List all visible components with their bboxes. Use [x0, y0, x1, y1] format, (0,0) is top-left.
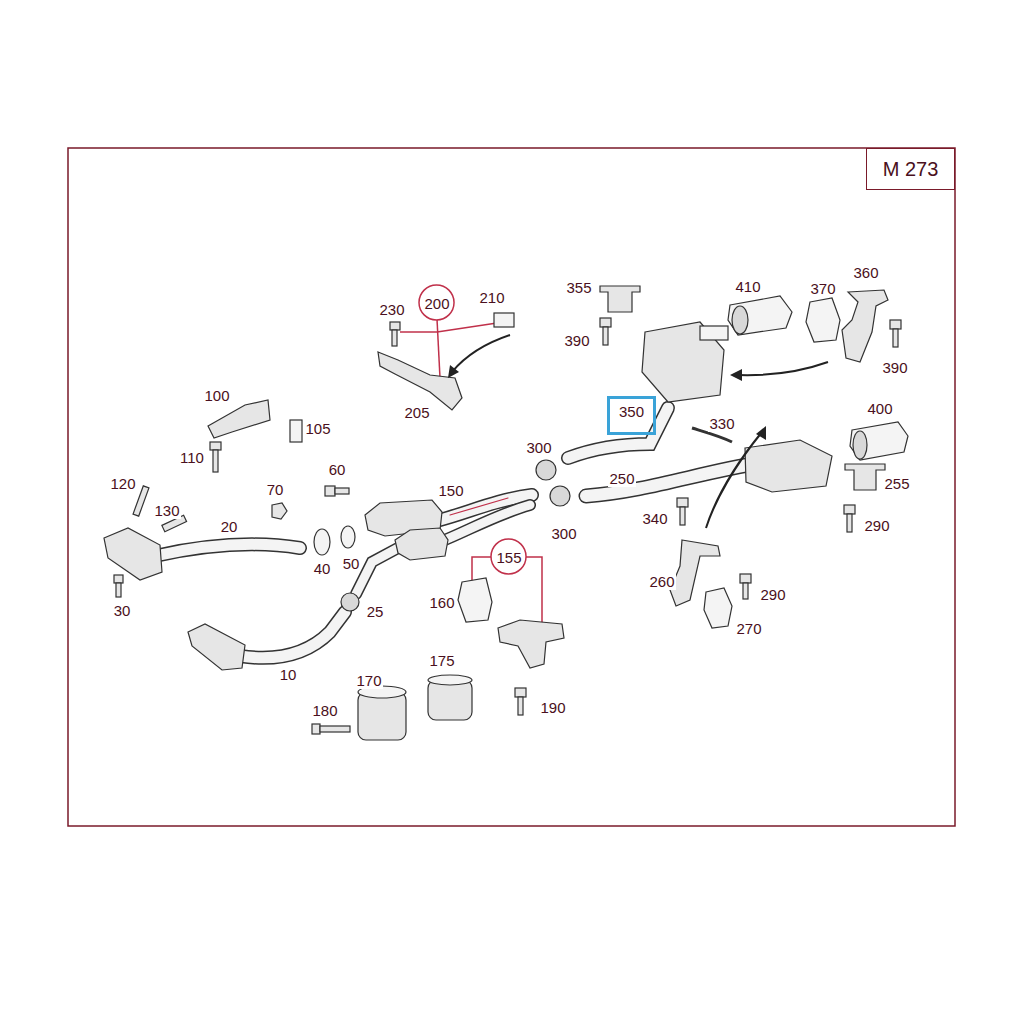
callout-number: 180: [311, 702, 338, 719]
callout-number: 150: [437, 482, 464, 499]
callout-number: 290: [863, 517, 890, 534]
pipes: [155, 408, 760, 658]
callout-number: 330: [708, 415, 735, 432]
node-text: M 273: [883, 158, 939, 181]
callout-number: 40: [313, 560, 332, 577]
title-box: M 273: [866, 148, 955, 190]
callout-number: 390: [563, 332, 590, 349]
callout-number: 120: [109, 475, 136, 492]
callout-number: 390: [881, 359, 908, 376]
callout-number: 270: [735, 620, 762, 637]
callout-number: 170: [355, 672, 382, 689]
callout-number: 205: [403, 404, 430, 421]
callout-number: 250: [608, 470, 635, 487]
callout-number: 100: [203, 387, 230, 404]
callout-circle: 200: [418, 284, 455, 321]
callout-circle: 155: [490, 538, 527, 575]
callout-number: 50: [342, 555, 361, 572]
callout-number: 25: [366, 603, 385, 620]
callout-number: 10: [279, 666, 298, 683]
callout-number: 355: [565, 279, 592, 296]
callout-number: 410: [734, 278, 761, 295]
parts: [104, 286, 908, 740]
callout-number: 210: [478, 289, 505, 306]
circle-shape: [419, 285, 454, 320]
callout-number: 130: [153, 502, 180, 519]
circle-shape: [491, 539, 526, 574]
callout-number: 260: [648, 573, 675, 590]
arrowheads: [448, 365, 766, 440]
node-text: 200: [424, 295, 449, 312]
callout-number: 360: [852, 264, 879, 281]
callout-number: 255: [883, 475, 910, 492]
callout-number: 290: [759, 586, 786, 603]
callout-number: 105: [304, 420, 331, 437]
callout-number: 70: [266, 481, 285, 498]
callout-number: 300: [550, 525, 577, 542]
highlight-box: 350: [607, 396, 656, 435]
callout-number: 300: [525, 439, 552, 456]
node-text: 155: [496, 549, 521, 566]
callout-number: 175: [428, 652, 455, 669]
callout-number: 230: [378, 301, 405, 318]
callout-number: 20: [220, 518, 239, 535]
callout-number: 190: [539, 699, 566, 716]
callout-number: 60: [328, 461, 347, 478]
callout-number: 340: [641, 510, 668, 527]
callout-number: 160: [428, 594, 455, 611]
node-text: 350: [619, 403, 644, 420]
frame: [68, 148, 955, 826]
callout-number: 400: [866, 400, 893, 417]
callout-number: 30: [113, 602, 132, 619]
motion-arrows: [452, 335, 828, 528]
callout-number: 110: [179, 449, 205, 466]
callout-number: 370: [809, 280, 836, 297]
leader-lines: [400, 319, 542, 636]
